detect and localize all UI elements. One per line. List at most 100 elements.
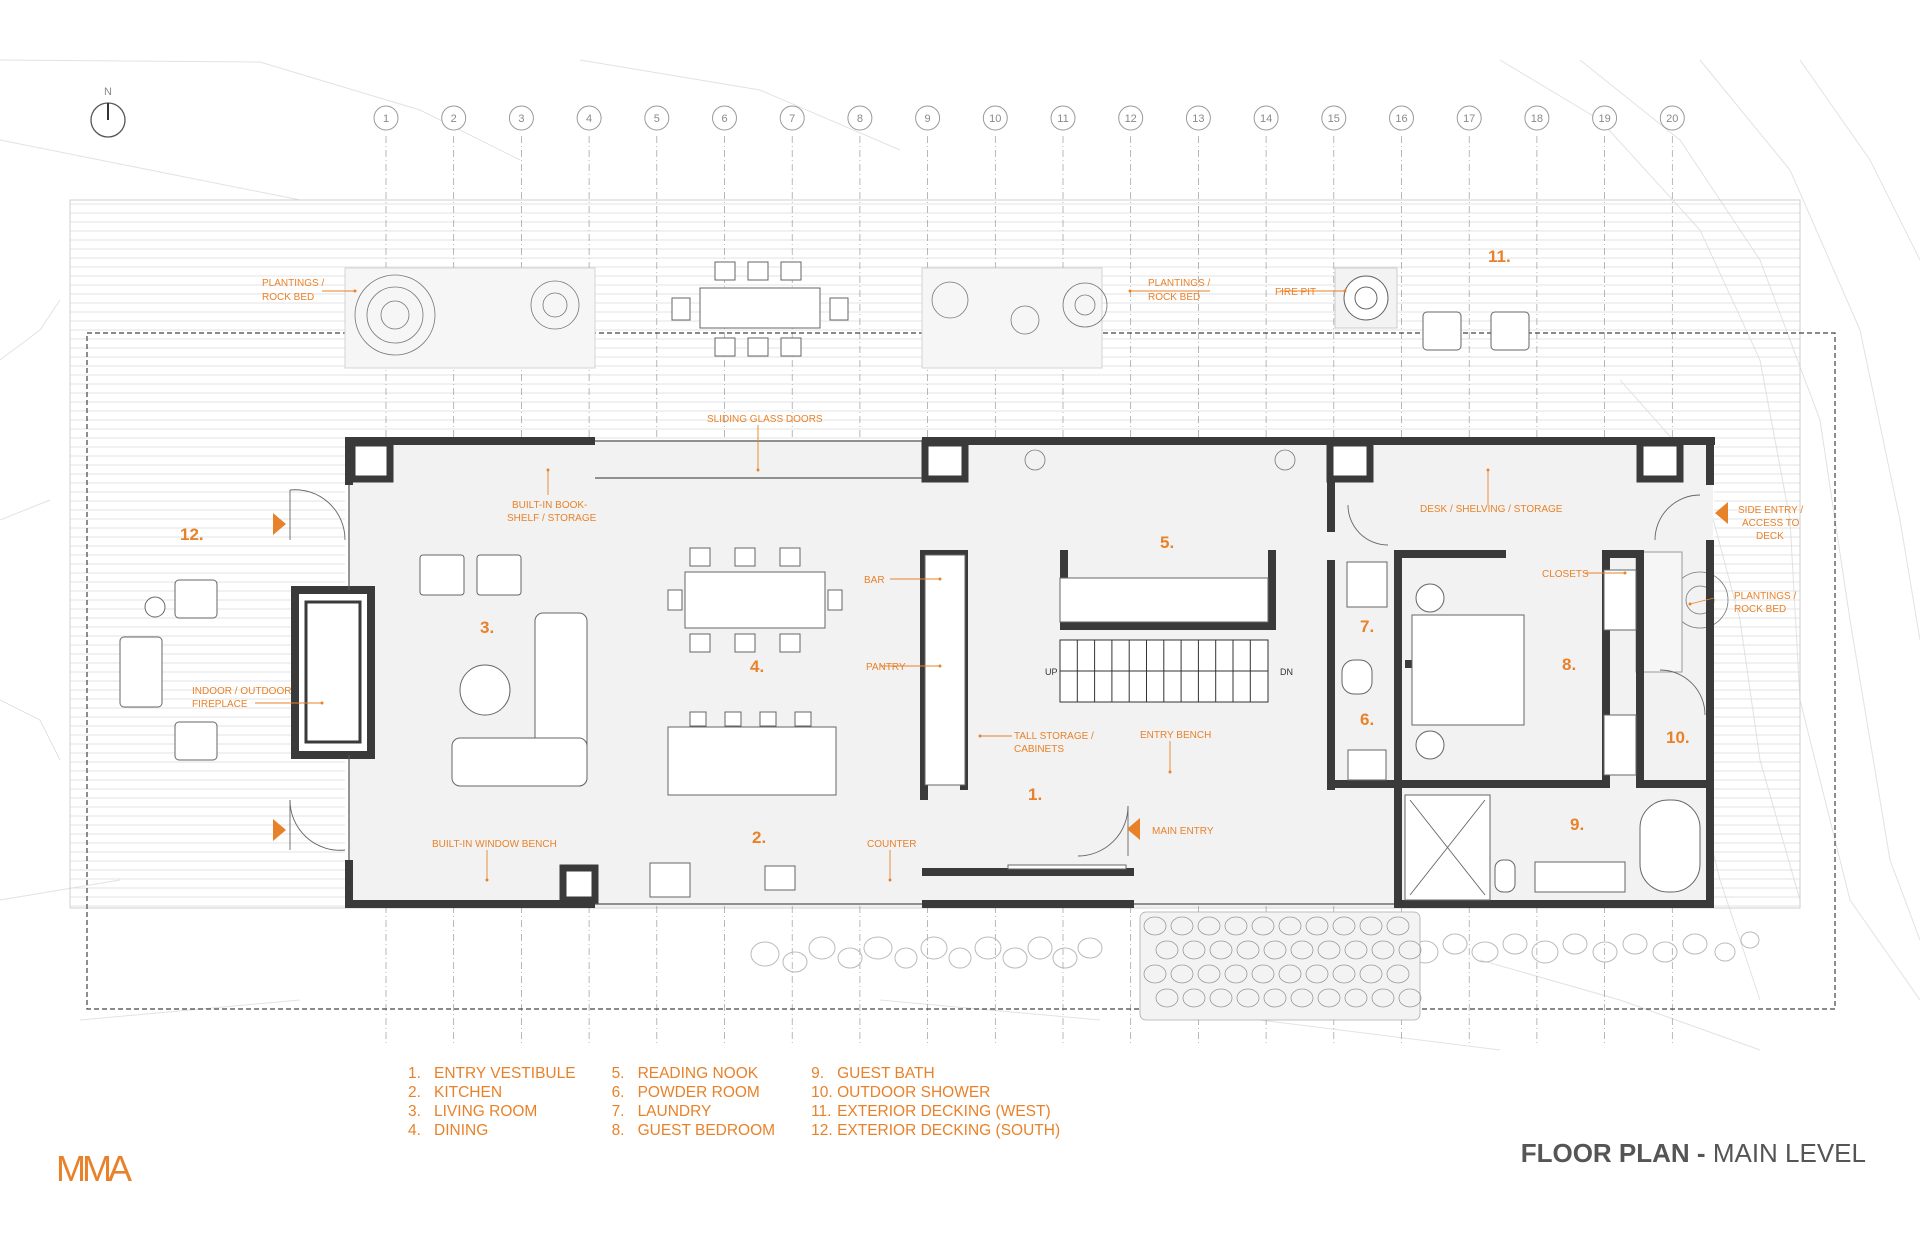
plant-sketches — [354, 274, 1729, 629]
callout-plantings-east-2: ROCK BED — [1734, 604, 1786, 615]
callout-side-entry-3: DECK — [1756, 531, 1784, 542]
grid-label: 17 — [1463, 113, 1475, 125]
callout-fireplace-2: FIREPLACE — [192, 699, 248, 710]
drawing-title-rest: MAIN LEVEL — [1705, 1138, 1866, 1168]
legend-column-2: 5.READING NOOK 6.POWDER ROOM 7.LAUNDRY 8… — [612, 1064, 776, 1140]
door-swings — [289, 489, 1706, 896]
grid-label: 5 — [654, 113, 660, 125]
callout-entry-bench: ENTRY BENCH — [1140, 730, 1211, 741]
stair-up-label: UP — [1045, 667, 1058, 677]
room-numbers: 1. 2. 3. 4. 5. 6. 7. 8. 9. 10. 11. 12. — [180, 247, 1690, 847]
glazing — [348, 440, 1394, 905]
grid-label: 10 — [989, 113, 1001, 125]
columns — [348, 439, 1684, 904]
walls — [345, 437, 1715, 908]
south-deck-furniture — [119, 579, 218, 761]
stair-dn-label: DN — [1280, 667, 1293, 677]
callout-tall-storage-1: TALL STORAGE / — [1014, 731, 1094, 742]
legend-item: 6.POWDER ROOM — [611, 1084, 760, 1101]
callout-fireplace-1: INDOOR / OUTDOOR — [192, 686, 291, 697]
grid-label: 7 — [789, 113, 795, 125]
legend-item: 12.EXTERIOR DECKING (SOUTH) — [811, 1122, 1061, 1139]
stepping-stones — [750, 931, 1760, 973]
firm-logo: MMA — [56, 1148, 132, 1189]
room-number-3: 3. — [480, 618, 494, 637]
room-legend: 1.ENTRY VESTIBULE 2.KITCHEN 3.LIVING ROO… — [408, 1064, 1060, 1140]
callout-closets: CLOSETS — [1542, 569, 1589, 580]
grid-label: 19 — [1598, 113, 1610, 125]
callout-tall-storage-2: CABINETS — [1014, 744, 1064, 755]
callout-side-entry-2: ACCESS TO — [1742, 518, 1800, 529]
legend-item: 4.DINING — [408, 1122, 489, 1139]
rock-bed-south — [1139, 911, 1421, 1021]
callout-plantings-east-1: PLANTINGS / — [1734, 591, 1796, 602]
legend-item: 9.GUEST BATH — [811, 1065, 935, 1082]
leader-lines — [255, 289, 1715, 882]
grid-label: 4 — [586, 113, 592, 125]
grid-label: 3 — [518, 113, 524, 125]
callout-sliding-doors: SLIDING GLASS DOORS — [707, 414, 823, 425]
callouts: PLANTINGS / ROCK BED PLANTINGS / ROCK BE… — [192, 278, 1803, 850]
callout-plantings-mid-1: PLANTINGS / — [1148, 278, 1210, 289]
callout-counter: COUNTER — [867, 839, 916, 850]
grid-label: 8 — [857, 113, 863, 125]
grid-label: 15 — [1328, 113, 1340, 125]
callout-desk: DESK / SHELVING / STORAGE — [1420, 504, 1563, 515]
callout-side-entry-1: SIDE ENTRY / — [1738, 505, 1803, 516]
room-number-8: 8. — [1562, 655, 1576, 674]
room-number-12: 12. — [180, 525, 204, 544]
room-number-4: 4. — [750, 657, 764, 676]
stair — [1059, 639, 1269, 703]
callout-plantings-west-2: ROCK BED — [262, 292, 314, 303]
callout-plantings-mid-2: ROCK BED — [1148, 292, 1200, 303]
callout-window-bench: BUILT-IN WINDOW BENCH — [432, 839, 557, 850]
callout-fire-pit: FIRE PIT — [1275, 287, 1316, 298]
grid-label: 16 — [1395, 113, 1407, 125]
grid-label: 11 — [1057, 113, 1068, 125]
legend-item: 1.ENTRY VESTIBULE — [408, 1065, 576, 1082]
legend-item: 7.LAUNDRY — [611, 1103, 712, 1120]
legend-column-3: 9.GUEST BATH 10.OUTDOOR SHOWER 11.EXTERI… — [811, 1064, 1060, 1140]
rock-bed-stones — [1143, 916, 1422, 1008]
north-arrow: N — [90, 86, 126, 138]
room-number-7: 7. — [1360, 617, 1374, 636]
callout-plantings-west-1: PLANTINGS / — [262, 278, 324, 289]
legend-item: 3.LIVING ROOM — [408, 1103, 538, 1120]
grid-label: 9 — [925, 113, 931, 125]
drawing-title-bold: FLOOR PLAN - — [1520, 1138, 1706, 1168]
legend-item: 5.READING NOOK — [611, 1065, 759, 1082]
callout-pantry: PANTRY — [866, 662, 906, 673]
grid-label: 13 — [1192, 113, 1204, 125]
grid-label: 18 — [1531, 113, 1543, 125]
room-number-9: 9. — [1570, 815, 1584, 834]
legend-item: 10.OUTDOOR SHOWER — [811, 1084, 991, 1101]
north-label: N — [104, 86, 112, 98]
callout-main-entry: MAIN ENTRY — [1152, 826, 1214, 837]
grid-label: 2 — [451, 113, 457, 125]
interior-furniture — [419, 547, 1701, 901]
grid-label: 20 — [1666, 113, 1678, 125]
grid-label: 12 — [1125, 113, 1137, 125]
legend-item: 8.GUEST BEDROOM — [611, 1122, 776, 1139]
grid-label: 14 — [1260, 113, 1272, 125]
room-number-5: 5. — [1160, 533, 1174, 552]
callout-bar: BAR — [864, 575, 885, 586]
room-number-11: 11. — [1488, 247, 1511, 266]
planter-beds — [344, 267, 1103, 369]
room-number-6: 6. — [1360, 710, 1374, 729]
grid-label: 1 — [383, 113, 389, 125]
legend-item: 2.KITCHEN — [408, 1084, 503, 1101]
entry-arrows — [273, 502, 1728, 841]
legend-column-1: 1.ENTRY VESTIBULE 2.KITCHEN 3.LIVING ROO… — [408, 1064, 576, 1140]
drawing-title: FLOOR PLAN - MAIN LEVEL — [1521, 1138, 1866, 1169]
fire-pit — [1334, 267, 1530, 351]
room-number-2: 2. — [752, 828, 766, 847]
room-number-10: 10. — [1666, 728, 1690, 747]
fireplace — [291, 586, 375, 759]
outdoor-dining-set — [671, 261, 849, 357]
callout-bookshelf-2: SHELF / STORAGE — [507, 513, 597, 524]
room-number-1: 1. — [1028, 785, 1042, 804]
grid-label: 6 — [721, 113, 727, 125]
callout-bookshelf-1: BUILT-IN BOOK- — [512, 500, 587, 511]
